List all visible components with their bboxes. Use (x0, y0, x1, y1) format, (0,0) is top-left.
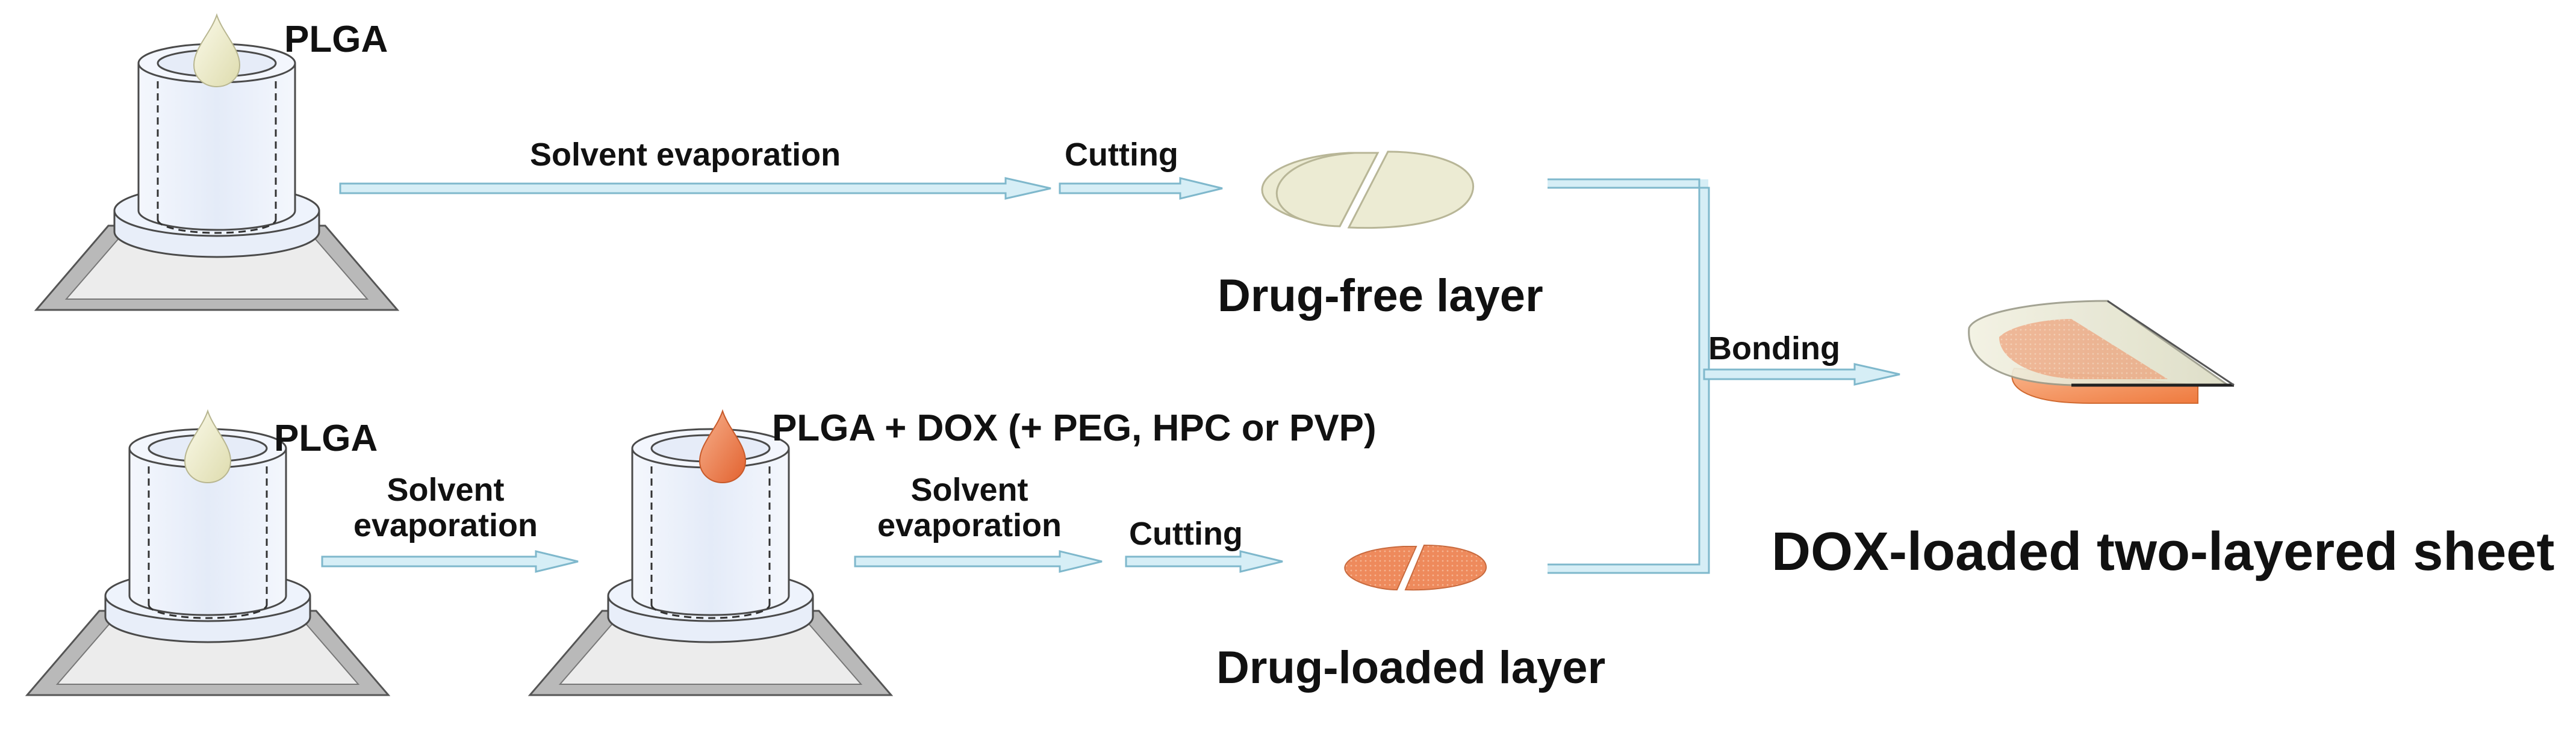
label-final-product: DOX-loaded two-layered sheet (1772, 522, 2555, 582)
arrow-cutting-bottom (1125, 550, 1283, 573)
label-line: Solvent (910, 472, 1028, 508)
drug-loaded-disc (1344, 544, 1487, 591)
arrow-solvent-evaporation-bottom-1 (321, 550, 579, 573)
plga-drop-bottom-icon (184, 410, 231, 483)
arrow-solvent-evaporation-bottom-2 (854, 550, 1103, 573)
arrow-bonding (1703, 363, 1900, 386)
label-plga-bottom: PLGA (274, 418, 378, 459)
plga-drop-top-icon (193, 14, 240, 87)
drug-free-disc (1261, 150, 1475, 229)
label-drug-loaded-layer: Drug-loaded layer (1216, 642, 1606, 693)
label-plga-top: PLGA (284, 19, 388, 60)
two-layered-sheet (1968, 300, 2235, 404)
label-bonding: Bonding (1708, 330, 1840, 366)
label-line: evaporation (353, 507, 538, 544)
label-cutting-bottom: Cutting (1129, 516, 1243, 552)
label-cutting-top: Cutting (1065, 137, 1178, 173)
label-line: evaporation (877, 507, 1062, 544)
arrow-solvent-evaporation-top (339, 177, 1051, 200)
label-drug-free-layer: Drug-free layer (1218, 270, 1543, 321)
dox-drop-icon (699, 410, 746, 483)
arrow-cutting-top (1059, 177, 1223, 200)
label-line: Solvent (387, 472, 505, 508)
label-solvent-evaporation-bottom-2: Solvent evaporation (855, 472, 1084, 544)
label-plga-dox: PLGA + DOX (+ PEG, HPC or PVP) (772, 407, 1377, 449)
label-solvent-evaporation-top: Solvent evaporation (530, 137, 841, 173)
bonding-bracket (1548, 178, 1710, 574)
label-solvent-evaporation-bottom-1: Solvent evaporation (325, 472, 566, 544)
